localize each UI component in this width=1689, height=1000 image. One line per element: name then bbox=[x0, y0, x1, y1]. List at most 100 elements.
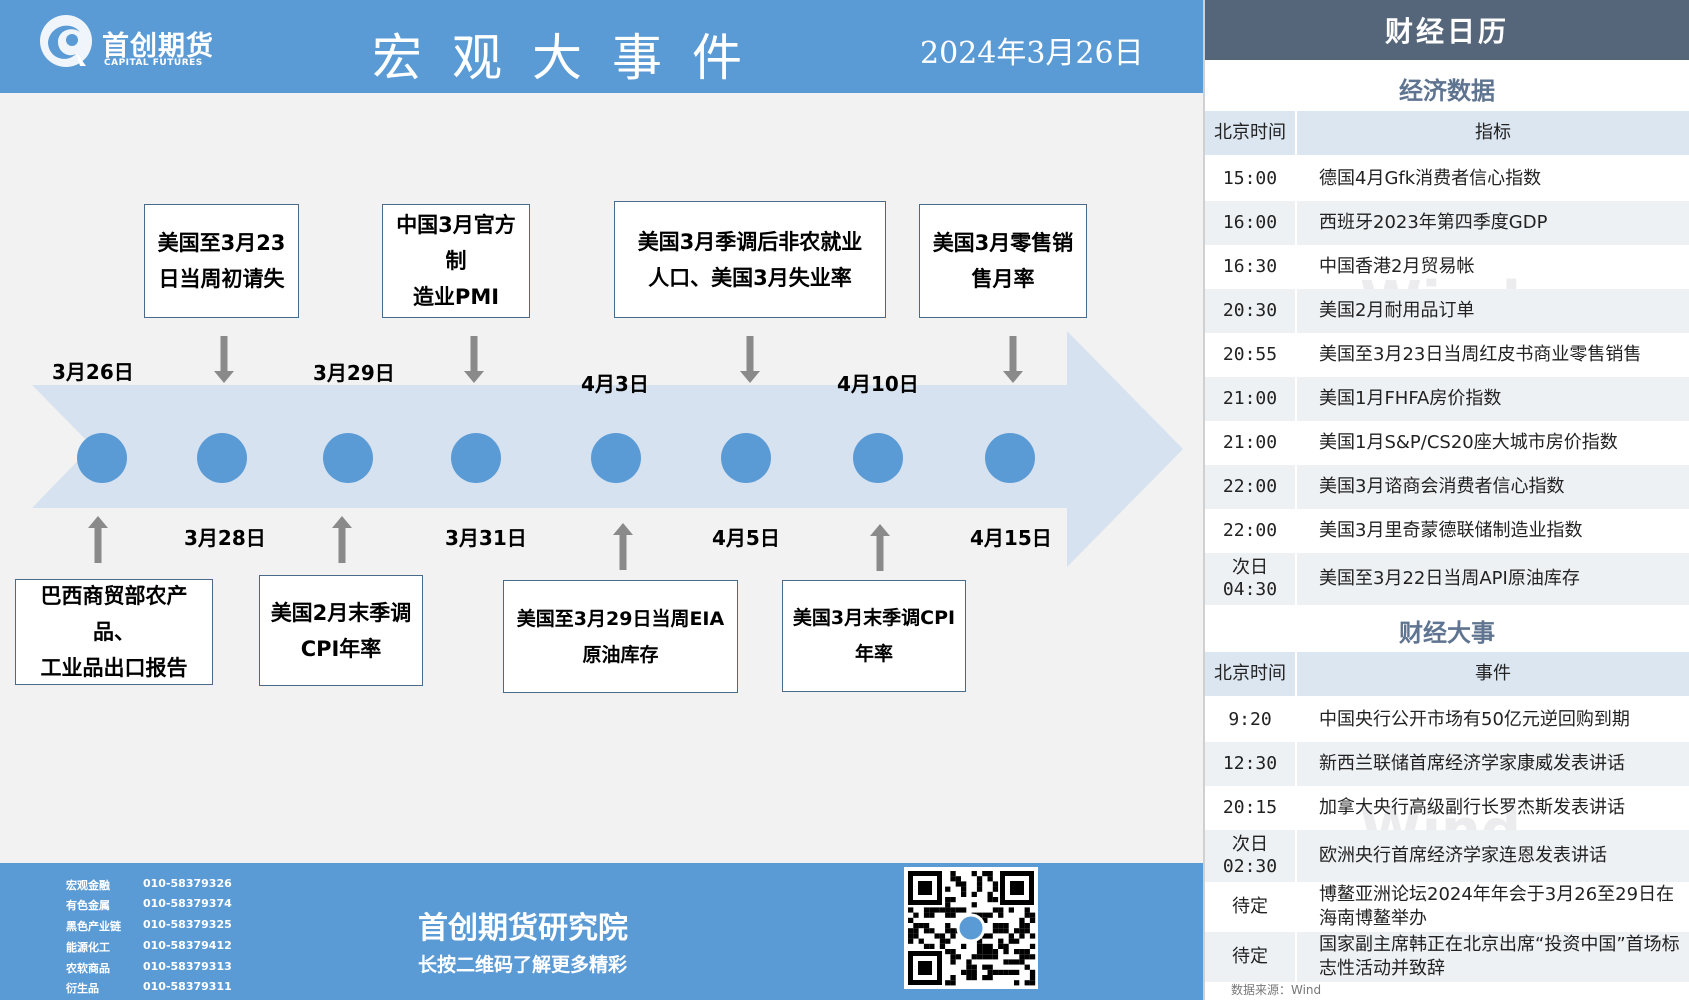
up-arrow-icon bbox=[870, 524, 890, 571]
date-label: 4月3日 bbox=[581, 372, 649, 396]
report-date: 2024年3月26日 bbox=[920, 36, 1144, 71]
row-description: 国家副主席韩正在北京出席“投资中国”首场标志性活动并致辞 bbox=[1319, 934, 1680, 979]
macro-events-panel: 首创期货 CAPITAL FUTURES 宏观大事件 2024年3月26日 3月… bbox=[0, 0, 1203, 1000]
row-time: 20:15 bbox=[1222, 797, 1278, 818]
timeline-nodes bbox=[77, 433, 1035, 483]
table-row: 22:00 美国3月里奇蒙德联储制造业指数 bbox=[1205, 509, 1689, 553]
row-time: 22:00 bbox=[1222, 520, 1278, 541]
down-arrow-icon bbox=[740, 336, 760, 383]
contact-dept: 衍生品 bbox=[66, 982, 99, 995]
table-row: 20:30 美国2月耐用品订单 bbox=[1205, 289, 1689, 333]
table-row: 次日 02:30 欧洲央行首席经济学家连恩发表讲话 bbox=[1205, 830, 1689, 882]
row-time: 16:30 bbox=[1222, 256, 1278, 277]
date-label: 4月5日 bbox=[712, 526, 780, 550]
timeline-node bbox=[197, 433, 247, 483]
finance-calendar-panel: 财经日历 Wind Wind 经济数据 北京时间 指标 15:00德国4月Gfk… bbox=[1203, 0, 1689, 1000]
event-box-top: 美国3月零售销售月率 bbox=[919, 204, 1087, 318]
row-time: 16:00 bbox=[1222, 212, 1278, 233]
row-time: 次日 04:30 bbox=[1222, 557, 1278, 600]
date-label: 3月28日 bbox=[184, 526, 266, 550]
event-box-bottom: 巴西商贸部农产品、工业品出口报告 bbox=[15, 579, 213, 685]
timeline-node bbox=[721, 433, 771, 483]
row-time: 15:00 bbox=[1222, 168, 1278, 189]
row-description: 美国3月里奇蒙德联储制造业指数 bbox=[1319, 520, 1583, 541]
col-time-header: 北京时间 bbox=[1214, 122, 1286, 143]
major-events-title: 财经大事 bbox=[1399, 619, 1495, 647]
contact-phone[interactable]: 010-58379325 bbox=[143, 918, 232, 931]
date-label: 3月31日 bbox=[445, 526, 527, 550]
down-arrow-icon bbox=[1003, 336, 1023, 383]
contact-phone[interactable]: 010-58379412 bbox=[143, 939, 232, 952]
timeline-node bbox=[985, 433, 1035, 483]
up-arrow-icon bbox=[88, 516, 108, 563]
logo-text-cn: 首创期货 bbox=[102, 31, 214, 62]
row-description: 美国1月S&P/CS20座大城市房价指数 bbox=[1319, 432, 1618, 453]
row-description: 西班牙2023年第四季度GDP bbox=[1319, 212, 1548, 233]
event-box-top: 中国3月官方制造业PMI bbox=[382, 204, 530, 318]
institute-name: 首创期货研究院 bbox=[418, 911, 628, 946]
up-arrow-icon bbox=[332, 516, 352, 563]
institute-slogan: 长按二维码了解更多精彩 bbox=[418, 954, 628, 976]
timeline-graphic bbox=[32, 331, 1183, 571]
table-row: 21:00 美国1月FHFA房价指数 bbox=[1205, 377, 1689, 421]
table-row: 20:15 加拿大央行高级副行长罗杰斯发表讲话 bbox=[1205, 786, 1689, 830]
table-row: 16:00 西班牙2023年第四季度GDP bbox=[1205, 201, 1689, 245]
contact-phone[interactable]: 010-58379374 bbox=[143, 897, 232, 910]
page-title: 宏观大事件 bbox=[372, 29, 772, 87]
events-table-header: 北京时间 事件 bbox=[1205, 652, 1689, 696]
date-label: 3月26日 bbox=[52, 360, 134, 384]
econ-table-header: 北京时间 指标 bbox=[1205, 111, 1689, 155]
row-time: 待定 bbox=[1232, 896, 1268, 917]
timeline-node bbox=[323, 433, 373, 483]
row-description: 美国至3月23日当周红皮书商业零售销售 bbox=[1319, 344, 1642, 365]
col-indicator-header: 指标 bbox=[1475, 122, 1511, 143]
qr-code-icon[interactable] bbox=[904, 867, 1038, 989]
contact-phone[interactable]: 010-58379313 bbox=[143, 960, 232, 973]
timeline-node bbox=[591, 433, 641, 483]
row-description: 中国央行公开市场有50亿元逆回购到期 bbox=[1319, 709, 1630, 730]
col-time-header: 北京时间 bbox=[1214, 663, 1286, 684]
row-description: 美国1月FHFA房价指数 bbox=[1319, 388, 1502, 409]
col-event-header: 事件 bbox=[1475, 663, 1511, 684]
event-box-top: 美国3月季调后非农就业人口、美国3月失业率 bbox=[614, 201, 886, 318]
contact-phone[interactable]: 010-58379326 bbox=[143, 877, 232, 890]
row-description: 加拿大央行高级副行长罗杰斯发表讲话 bbox=[1319, 797, 1625, 818]
row-description: 美国2月耐用品订单 bbox=[1319, 300, 1475, 321]
event-pointers bbox=[88, 336, 1023, 571]
row-description: 欧洲央行首席经济学家连恩发表讲话 bbox=[1319, 845, 1607, 866]
row-time: 21:00 bbox=[1222, 388, 1278, 409]
row-time: 20:30 bbox=[1222, 300, 1278, 321]
table-row: 待定国家副主席韩正在北京出席“投资中国”首场标志性活动并致辞 bbox=[1205, 932, 1689, 982]
timeline-node bbox=[77, 433, 127, 483]
row-time: 22:00 bbox=[1222, 476, 1278, 497]
calendar-title: 财经日历 bbox=[1205, 0, 1689, 60]
up-arrow-icon bbox=[613, 523, 633, 570]
down-arrow-icon bbox=[464, 336, 484, 383]
date-label: 4月10日 bbox=[837, 372, 919, 396]
row-description: 美国3月谘商会消费者信心指数 bbox=[1319, 476, 1565, 497]
contact-phone[interactable]: 010-58379311 bbox=[143, 980, 232, 993]
contact-dept: 宏观金融 bbox=[66, 879, 110, 892]
econ-data-title: 经济数据 bbox=[1399, 77, 1495, 105]
date-label: 4月15日 bbox=[970, 526, 1052, 550]
table-row: 22:00 美国3月谘商会消费者信心指数 bbox=[1205, 465, 1689, 509]
table-row: 待定 博鳌亚洲论坛2024年年会于3月26至29日在海南博鳌举办 bbox=[1205, 882, 1689, 932]
contact-dept: 有色金属 bbox=[66, 899, 110, 912]
contact-dept: 能源化工 bbox=[66, 941, 110, 954]
date-label: 3月29日 bbox=[313, 361, 395, 385]
row-description: 博鳌亚洲论坛2024年年会于3月26至29日在海南博鳌举办 bbox=[1319, 884, 1675, 929]
logo-text-en: CAPITAL FUTURES bbox=[104, 58, 203, 68]
row-time: 次日 02:30 bbox=[1222, 834, 1278, 877]
down-arrow-icon bbox=[214, 336, 234, 383]
capital-futures-logo-icon bbox=[40, 15, 92, 67]
